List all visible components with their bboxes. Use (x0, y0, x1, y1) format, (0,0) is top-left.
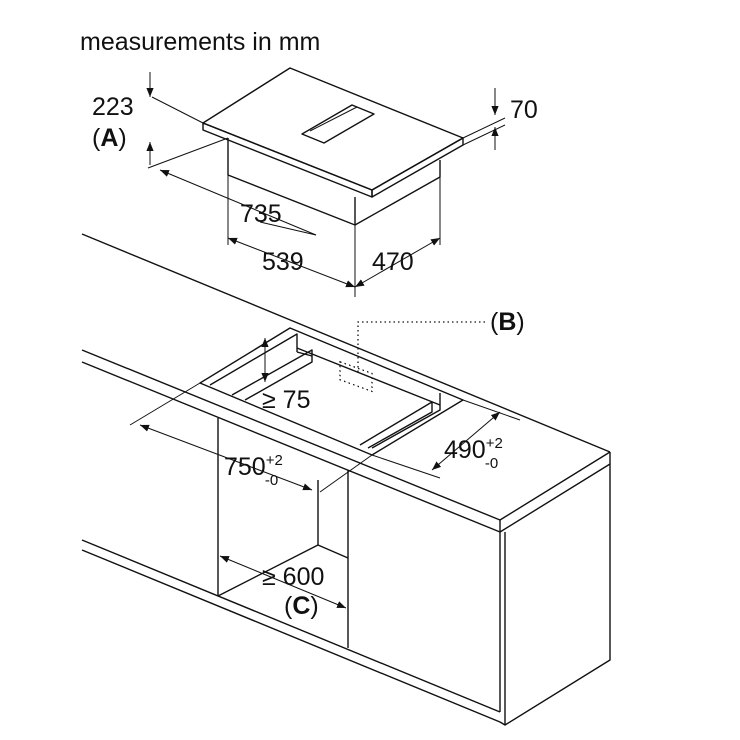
cutout-inner-back (296, 347, 441, 406)
countertop-front-thickness (81, 361, 611, 533)
dim-735-label: 735 (240, 200, 282, 228)
dim-75-label: ≥ 75 (262, 386, 310, 414)
dim-line-750 (139, 424, 313, 491)
dim-line-539 (227, 237, 356, 288)
dim-750-label: 750+2-0 (224, 452, 283, 489)
hob-glass-side-edge (371, 137, 464, 198)
hob-vent (301, 104, 375, 144)
ext-line-750-right (319, 454, 373, 493)
ext-line-490-bottom (371, 454, 441, 479)
dim-line-735 (159, 169, 317, 236)
cutout-rail-right (359, 401, 433, 449)
label-c: (C) (284, 592, 319, 620)
cutout-rail-joint (296, 351, 313, 357)
hob-drawing: 223 (A) 70 735 539 470 (92, 67, 538, 297)
cabinet-plinth (81, 539, 501, 713)
label-a: (A) (92, 124, 127, 152)
cabinet-side (504, 464, 611, 726)
dim-223-label: 223 (92, 93, 134, 121)
connection-box-b (339, 360, 373, 393)
measurements-title: measurements in mm (80, 28, 320, 56)
dim-600-label: ≥ 600 (262, 563, 324, 591)
dim-490-label: 490+2-0 (444, 435, 503, 472)
ext-line-top (151, 96, 204, 124)
ext-line-bottom (147, 137, 229, 169)
ext-line-490-top (462, 399, 521, 421)
countertop-back-edge (81, 233, 611, 453)
countertop-drawing: (B) ≥ 75 750+2-0 490+2-0 ≥ 600 (C) (81, 233, 611, 726)
ext-line-70-top (462, 117, 506, 139)
connection-leader-b (357, 321, 485, 372)
dim-line-490 (431, 411, 501, 471)
ext-line-750-left (129, 382, 201, 426)
dim-70-label: 70 (510, 96, 538, 124)
countertop-front-edge (81, 349, 611, 521)
hob-glass-top (202, 67, 464, 191)
dim-line-600 (219, 555, 347, 609)
hob-vent-slot (309, 106, 358, 132)
dim-line-470 (354, 237, 441, 288)
dim-470-label: 470 (372, 248, 414, 276)
label-b: (B) (490, 308, 525, 336)
cutout-inner-right (371, 393, 441, 449)
dim-line-735-tail (259, 221, 317, 236)
dim-539-label: 539 (262, 248, 304, 276)
cutout-inner-left (209, 333, 298, 386)
